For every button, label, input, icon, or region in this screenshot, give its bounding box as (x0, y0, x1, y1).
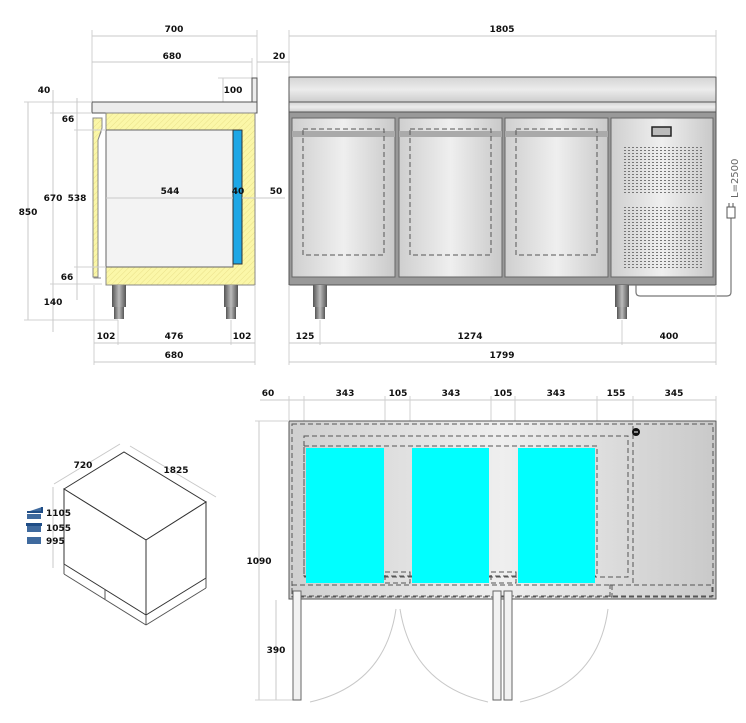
label-102-left: 102 (97, 332, 116, 342)
door-3[interactable] (504, 117, 609, 278)
side-view: 700 680 20 100 (19, 25, 290, 365)
leg-right (615, 285, 629, 307)
label-390: 390 (267, 646, 286, 656)
label-995: 995 (46, 537, 65, 547)
label-155: 155 (607, 389, 626, 399)
label-476: 476 (165, 332, 184, 342)
box-body-icon (27, 514, 41, 519)
dim-overhang: 20 (257, 52, 290, 63)
label-544: 544 (161, 187, 180, 197)
label-40-evap: 40 (232, 187, 245, 197)
open-door-2[interactable] (399, 590, 502, 703)
worktop (91, 101, 258, 114)
plug-icon (726, 203, 736, 219)
top-inner-outline (291, 423, 714, 597)
leg-back-foot (226, 307, 236, 319)
box-with-top-icon (26, 523, 42, 526)
power-cable (635, 218, 732, 297)
label-1274: 1274 (457, 332, 482, 342)
door-swing-arc-2 (399, 608, 489, 703)
leg-front (112, 285, 126, 307)
backsplash-front (288, 76, 717, 103)
dim-depth: 680 (92, 52, 253, 78)
label-343-1: 343 (336, 389, 355, 399)
label-100: 100 (224, 86, 243, 96)
open-door-3[interactable] (503, 590, 609, 703)
label-125: 125 (296, 332, 315, 342)
label-1090: 1090 (246, 557, 271, 567)
gn-pan-2 (412, 448, 489, 583)
leg-right-foot (617, 307, 627, 319)
leg-front-foot (114, 307, 124, 319)
door-seal (92, 117, 103, 278)
label-66-bottom: 66 (61, 273, 74, 283)
gn-pan-3 (518, 448, 595, 583)
leg-left-foot (315, 307, 325, 319)
label-720: 720 (74, 461, 93, 471)
label-538: 538 (68, 194, 87, 204)
label-680-bottom: 680 (165, 351, 184, 361)
label-400: 400 (660, 332, 679, 342)
dim-backsplash: 100 (218, 77, 252, 102)
vent-grille-upper (622, 145, 702, 193)
label-1105: 1105 (46, 509, 71, 519)
thermostat-display (651, 126, 672, 137)
label-105-1: 105 (389, 389, 408, 399)
front-view: 1805 (288, 25, 741, 365)
evaporator (232, 129, 243, 265)
label-20: 20 (273, 52, 286, 62)
leg-left (313, 285, 327, 307)
top-view: 60 343 105 343 105 343 155 345 1090 390 (246, 389, 717, 703)
packaging-crate: 720 1825 1105 1055 995 (26, 443, 217, 626)
label-105-2: 105 (494, 389, 513, 399)
label-1055: 1055 (46, 524, 71, 534)
height-option-1105: 1105 (27, 507, 71, 519)
label-345: 345 (665, 389, 684, 399)
label-680-top: 680 (163, 52, 182, 62)
vent-grille-lower (622, 206, 702, 269)
dim-total-depth: 700 (91, 25, 258, 102)
height-option-1055: 1055 (26, 523, 71, 534)
door-swing-arc-3 (519, 608, 609, 703)
label-140: 140 (44, 298, 63, 308)
door-swing-arc-1 (309, 608, 397, 703)
label-700: 700 (165, 25, 184, 35)
door-1[interactable] (291, 117, 396, 278)
label-850: 850 (19, 208, 38, 218)
backsplash (251, 77, 258, 103)
label-1805: 1805 (489, 25, 514, 35)
label-343-3: 343 (547, 389, 566, 399)
cable-length-label: L=2500 (730, 159, 741, 198)
compressor-panel (610, 117, 714, 278)
open-door-1[interactable] (292, 590, 397, 703)
gn-pan-1 (306, 448, 384, 583)
door-rail (291, 584, 613, 598)
label-60: 60 (262, 389, 275, 399)
box-with-backsplash-icon (27, 507, 43, 513)
label-670: 670 (44, 194, 63, 204)
label-40-top: 40 (38, 86, 51, 96)
label-343-2: 343 (442, 389, 461, 399)
box-flat-icon (27, 537, 41, 544)
label-1825: 1825 (163, 466, 188, 476)
leg-back (224, 285, 238, 307)
label-50: 50 (270, 187, 283, 197)
height-option-995: 995 (27, 537, 65, 547)
door-2[interactable] (398, 117, 503, 278)
label-102-right: 102 (233, 332, 252, 342)
label-1799: 1799 (489, 351, 514, 361)
label-66-top: 66 (62, 115, 75, 125)
worktop-front (288, 101, 717, 113)
